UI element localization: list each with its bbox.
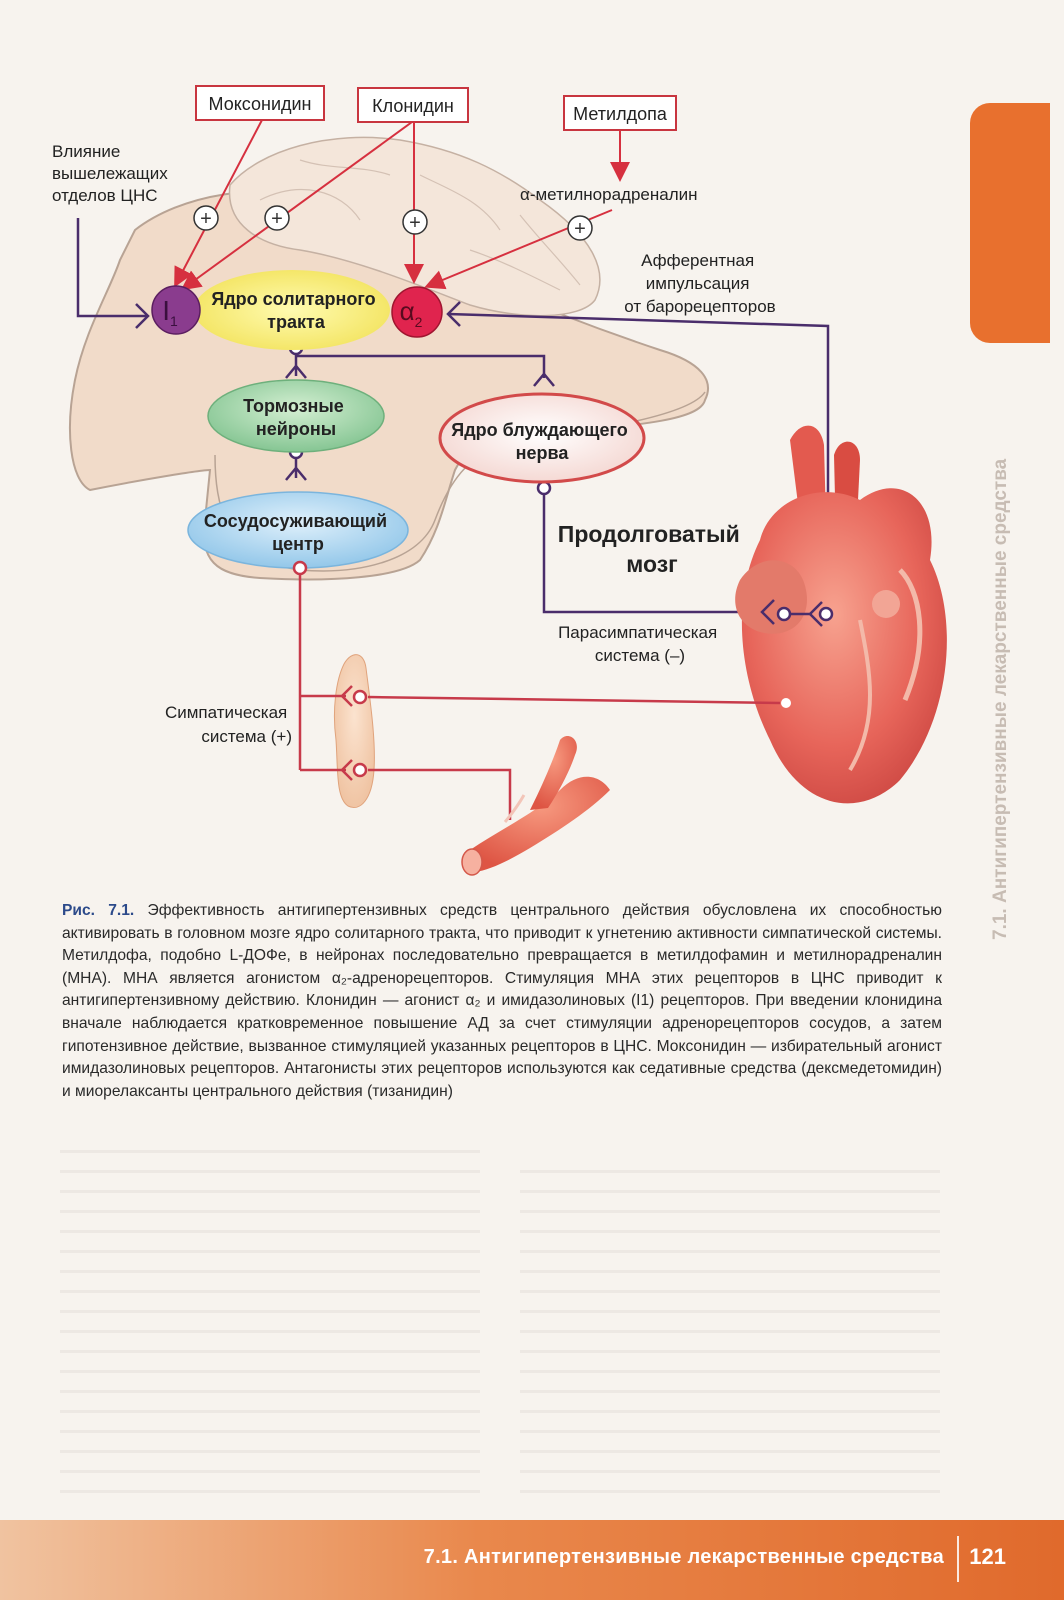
ganglion-synapse-icon bbox=[340, 685, 353, 707]
vagus-synapse-icon bbox=[533, 372, 555, 387]
plus-sign-icon: + bbox=[264, 205, 290, 231]
vagus-terminal-icon bbox=[536, 480, 552, 496]
vasomotor-synapse-icon bbox=[285, 466, 307, 481]
vasomotor-terminal-icon bbox=[292, 560, 308, 576]
sympathetic-label: Симпатическая система (+) bbox=[165, 703, 292, 746]
inhibitory-neurons-label: Тормозные нейроны bbox=[243, 396, 349, 439]
parasympathetic-heart-terminal-icon bbox=[818, 606, 834, 622]
page-footer: 7.1. Антигипертензивные лекарственные ср… bbox=[0, 1520, 1064, 1600]
clonidine-i1-arrow bbox=[180, 121, 413, 291]
figure-caption: Рис. 7.1. Эффективность антигипертензивн… bbox=[62, 900, 942, 1103]
medulla-label: Продолговатый мозг bbox=[558, 521, 746, 577]
ganglion-terminal-icon bbox=[352, 762, 368, 778]
cns-influence-label: Влияние вышележащих отделов ЦНС bbox=[52, 142, 173, 205]
footer-divider bbox=[957, 1536, 959, 1582]
plus-sign-icon: + bbox=[193, 205, 219, 231]
vasomotor-center-label: Сосудосуживающий центр bbox=[204, 511, 392, 554]
footer-chapter-title: 7.1. Антигипертензивные лекарственные ср… bbox=[423, 1546, 944, 1568]
clonidine-label: Клонидин bbox=[372, 96, 454, 116]
vagus-nucleus-node bbox=[438, 392, 646, 484]
heart-illustration bbox=[735, 425, 947, 804]
inhibitory-neurons-node bbox=[207, 379, 385, 453]
svg-text:+: + bbox=[200, 208, 212, 230]
sympathetic-line bbox=[298, 570, 346, 772]
parasympathetic-receptor-icon bbox=[808, 601, 823, 627]
page-number: 121 bbox=[969, 1544, 1006, 1569]
blood-vessel-illustration bbox=[461, 735, 610, 876]
side-tab bbox=[970, 103, 1050, 343]
bleed-through-text bbox=[60, 1150, 480, 1510]
inhibitory-synapse-icon bbox=[285, 364, 307, 379]
solitary-tract-node bbox=[194, 270, 390, 350]
sympathetic-heart-line bbox=[367, 695, 781, 705]
ganglion-synapse-icon bbox=[340, 759, 353, 781]
parasympathetic-terminal-icon bbox=[776, 606, 792, 622]
moxonidine-label: Моксонидин bbox=[209, 94, 312, 114]
caption-text: Эффективность антигипертензивных средств… bbox=[62, 902, 942, 1100]
svg-text:+: + bbox=[409, 212, 421, 234]
solitary-tract-label: Ядро солитарного тракта bbox=[211, 289, 380, 332]
ganglion-illustration bbox=[333, 654, 375, 808]
vagus-nucleus-label: Ядро блуждающего нерва bbox=[451, 420, 633, 463]
i1-receptor bbox=[151, 285, 201, 335]
plus-sign-icon: + bbox=[567, 215, 593, 241]
methyldopa-label: Метилдопа bbox=[573, 104, 668, 124]
sympathetic-vessel-line bbox=[368, 768, 512, 820]
parasympathetic-label: Парасимпатическая система (–) bbox=[558, 623, 722, 665]
afferent-label: Афферентная импульсация от барорецепторо… bbox=[624, 251, 775, 316]
moxonidine-box bbox=[195, 85, 325, 121]
bleed-through-text bbox=[520, 1170, 940, 1500]
parasympathetic-line bbox=[542, 488, 772, 614]
plus-sign-icon: + bbox=[402, 209, 428, 235]
cns-synapse-icon bbox=[135, 303, 150, 329]
svg-text:+: + bbox=[271, 208, 283, 230]
caption-lead: Рис. 7.1. bbox=[62, 902, 135, 919]
cns-influence-line bbox=[76, 218, 148, 318]
afferent-line bbox=[447, 312, 830, 530]
i1-receptor-label: I1 bbox=[162, 295, 178, 329]
alpha2-receptor bbox=[391, 286, 443, 338]
parasympathetic-synapse-icon bbox=[760, 599, 775, 625]
metabolite-label: α-метилнорадреналин bbox=[520, 185, 698, 204]
svg-text:+: + bbox=[574, 218, 586, 240]
afferent-synapse-icon bbox=[446, 301, 461, 327]
moxonidine-arrow bbox=[174, 119, 263, 288]
alpha2-receptor-label: α2 bbox=[400, 296, 423, 330]
ganglion-terminal-icon bbox=[352, 689, 368, 705]
